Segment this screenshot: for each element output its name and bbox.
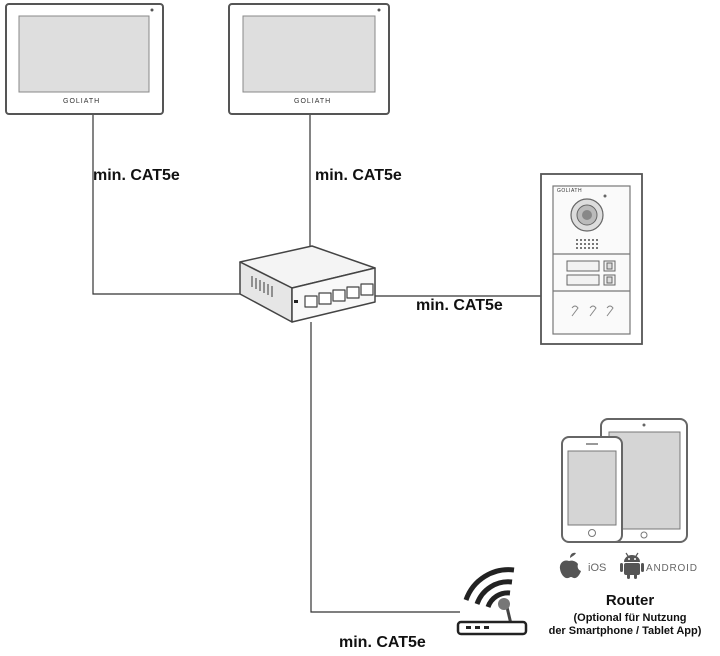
monitor-1-brand: GOLIATH <box>63 98 101 105</box>
android-robot-icon <box>620 552 644 579</box>
poe-switch <box>239 245 376 323</box>
outdoor-door-station <box>540 173 643 345</box>
cable-label-monitor-2: min. CAT5e <box>315 167 402 184</box>
door-station-brand: GOLIATH <box>557 188 583 194</box>
smartphone-icon <box>561 436 623 543</box>
ios-label: iOS <box>588 562 607 574</box>
router-note-line-1: (Optional für Nutzung <box>573 612 687 624</box>
indoor-monitor-1 <box>5 3 164 115</box>
cable-label-router: min. CAT5e <box>339 634 426 651</box>
monitor-2-brand: GOLIATH <box>294 98 332 105</box>
apple-icon <box>559 552 581 579</box>
indoor-monitor-2 <box>228 3 390 115</box>
cable-label-monitor-1: min. CAT5e <box>93 167 180 184</box>
android-label: ANDROID <box>646 563 698 574</box>
router-note-line-2: der Smartphone / Tablet App) <box>548 625 702 637</box>
cable-router <box>310 322 460 613</box>
connection-lines <box>92 112 545 613</box>
cable-label-door-station: min. CAT5e <box>416 297 503 314</box>
router-title: Router <box>605 592 655 609</box>
router-icon <box>456 567 528 636</box>
cable-monitor-1 <box>92 112 240 295</box>
